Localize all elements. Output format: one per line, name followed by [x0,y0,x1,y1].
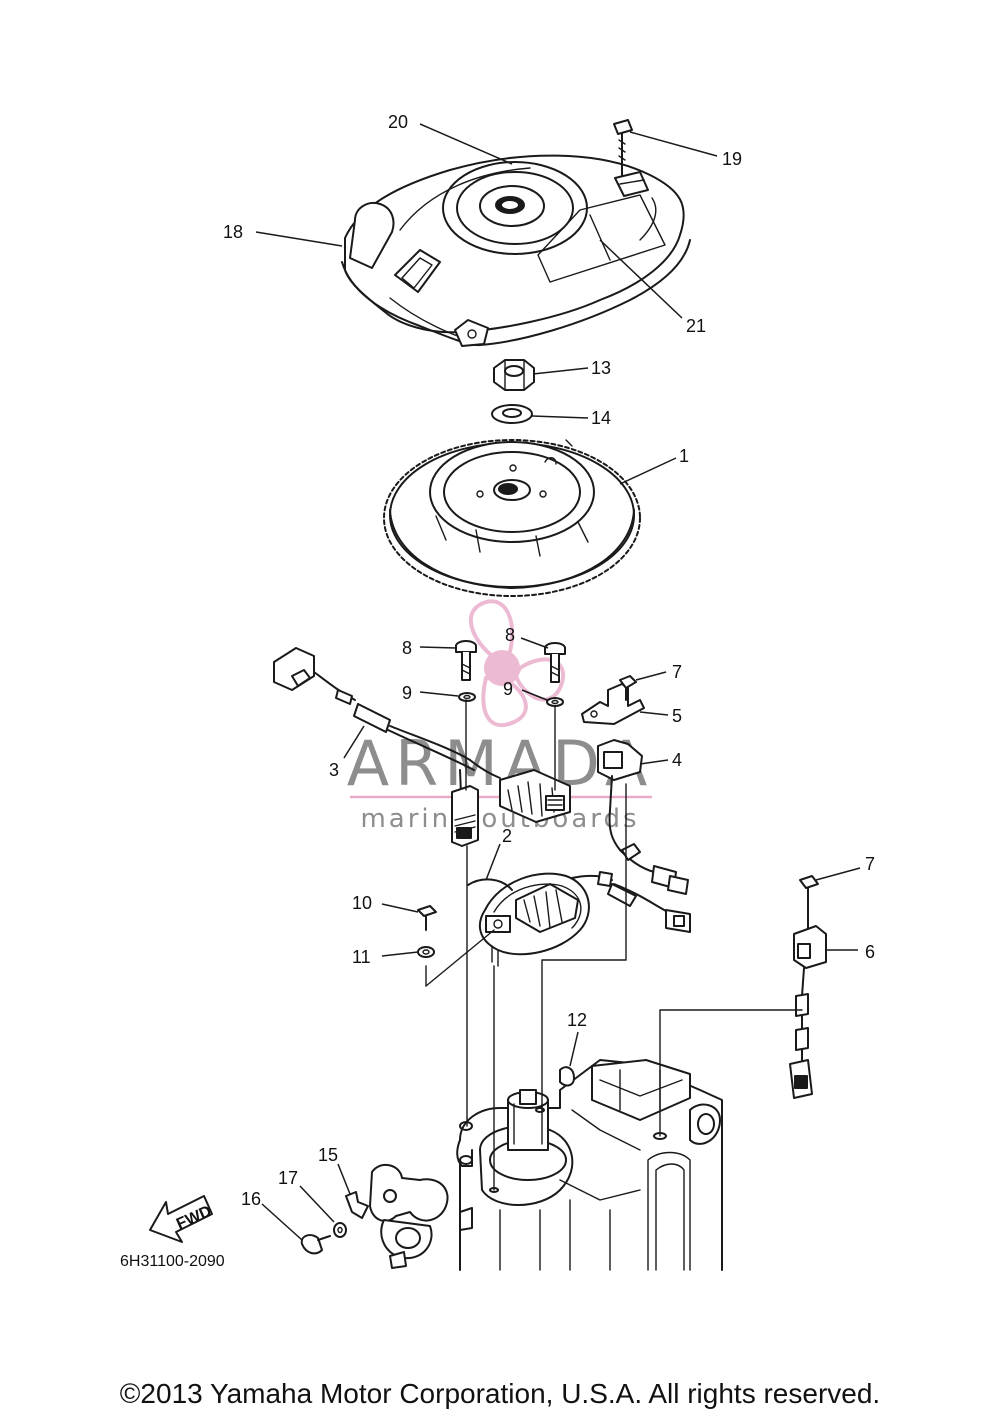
callout-14: 14 [591,408,611,428]
fwd-arrow-icon: FWD [149,1195,214,1243]
bolt-8-left [455,640,477,681]
callout-11: 11 [352,947,371,967]
callout-3: 3 [329,760,339,780]
callout-12: 12 [567,1010,587,1030]
clip-15 [345,1191,369,1219]
callout-19: 19 [722,149,742,169]
bolt-8-right [544,642,566,683]
sensor-6 [789,875,827,1099]
callout-10: 10 [352,893,372,913]
callout-5: 5 [672,706,682,726]
powerhead-block [456,1059,723,1271]
watermark-tagline: marine outboards [360,804,639,834]
washer-14 [491,404,533,424]
callout-numbers: 1 2 3 4 5 6 7 7 8 8 9 9 10 11 12 13 14 1… [223,112,875,1209]
callout-16: 16 [241,1189,261,1209]
copyright-notice: ©2013 Yamaha Motor Corporation, U.S.A. A… [119,1378,881,1409]
screw-19 [613,119,633,177]
flywheel [383,439,641,597]
callout-8-left: 8 [402,638,412,658]
callout-6: 6 [865,942,875,962]
wire-harness-3 [273,647,501,819]
callout-8-right: 8 [505,625,515,645]
callout-7-top: 7 [672,662,682,682]
pulser-coil-2 [467,871,691,967]
rectifier-regulator [499,769,571,823]
callout-leaders [255,123,861,1241]
nut-13 [493,359,535,391]
callout-18: 18 [223,222,243,242]
bolt-10 [417,905,437,931]
callout-4: 4 [672,750,682,770]
armada-watermark: ARMADA marine outboards [347,599,652,834]
washer-17 [333,1222,347,1238]
washer-11 [417,946,435,958]
callout-17: 17 [278,1168,298,1188]
bracket-5 [581,683,645,725]
callout-13: 13 [591,358,611,378]
cdi-unit-left [451,785,479,847]
screw-7-top [619,675,637,701]
propeller-logo [468,599,566,728]
washer-9-left [458,692,476,702]
callout-21: 21 [686,316,706,336]
callout-9-right: 9 [503,679,513,699]
washer-9-right [546,697,564,707]
flywheel-cover [341,154,691,347]
screw-16 [300,1234,331,1255]
callout-2: 2 [502,826,512,846]
woodruff-key-12 [559,1066,575,1087]
callout-20: 20 [388,112,408,132]
callout-15: 15 [318,1145,338,1165]
callout-7-right: 7 [865,854,875,874]
diagram-code: 6H31100-2090 [120,1253,225,1270]
callout-9-left: 9 [402,683,412,703]
callout-1: 1 [679,446,689,466]
throttle-linkage [369,1163,449,1269]
assembly-lines [425,699,803,1191]
